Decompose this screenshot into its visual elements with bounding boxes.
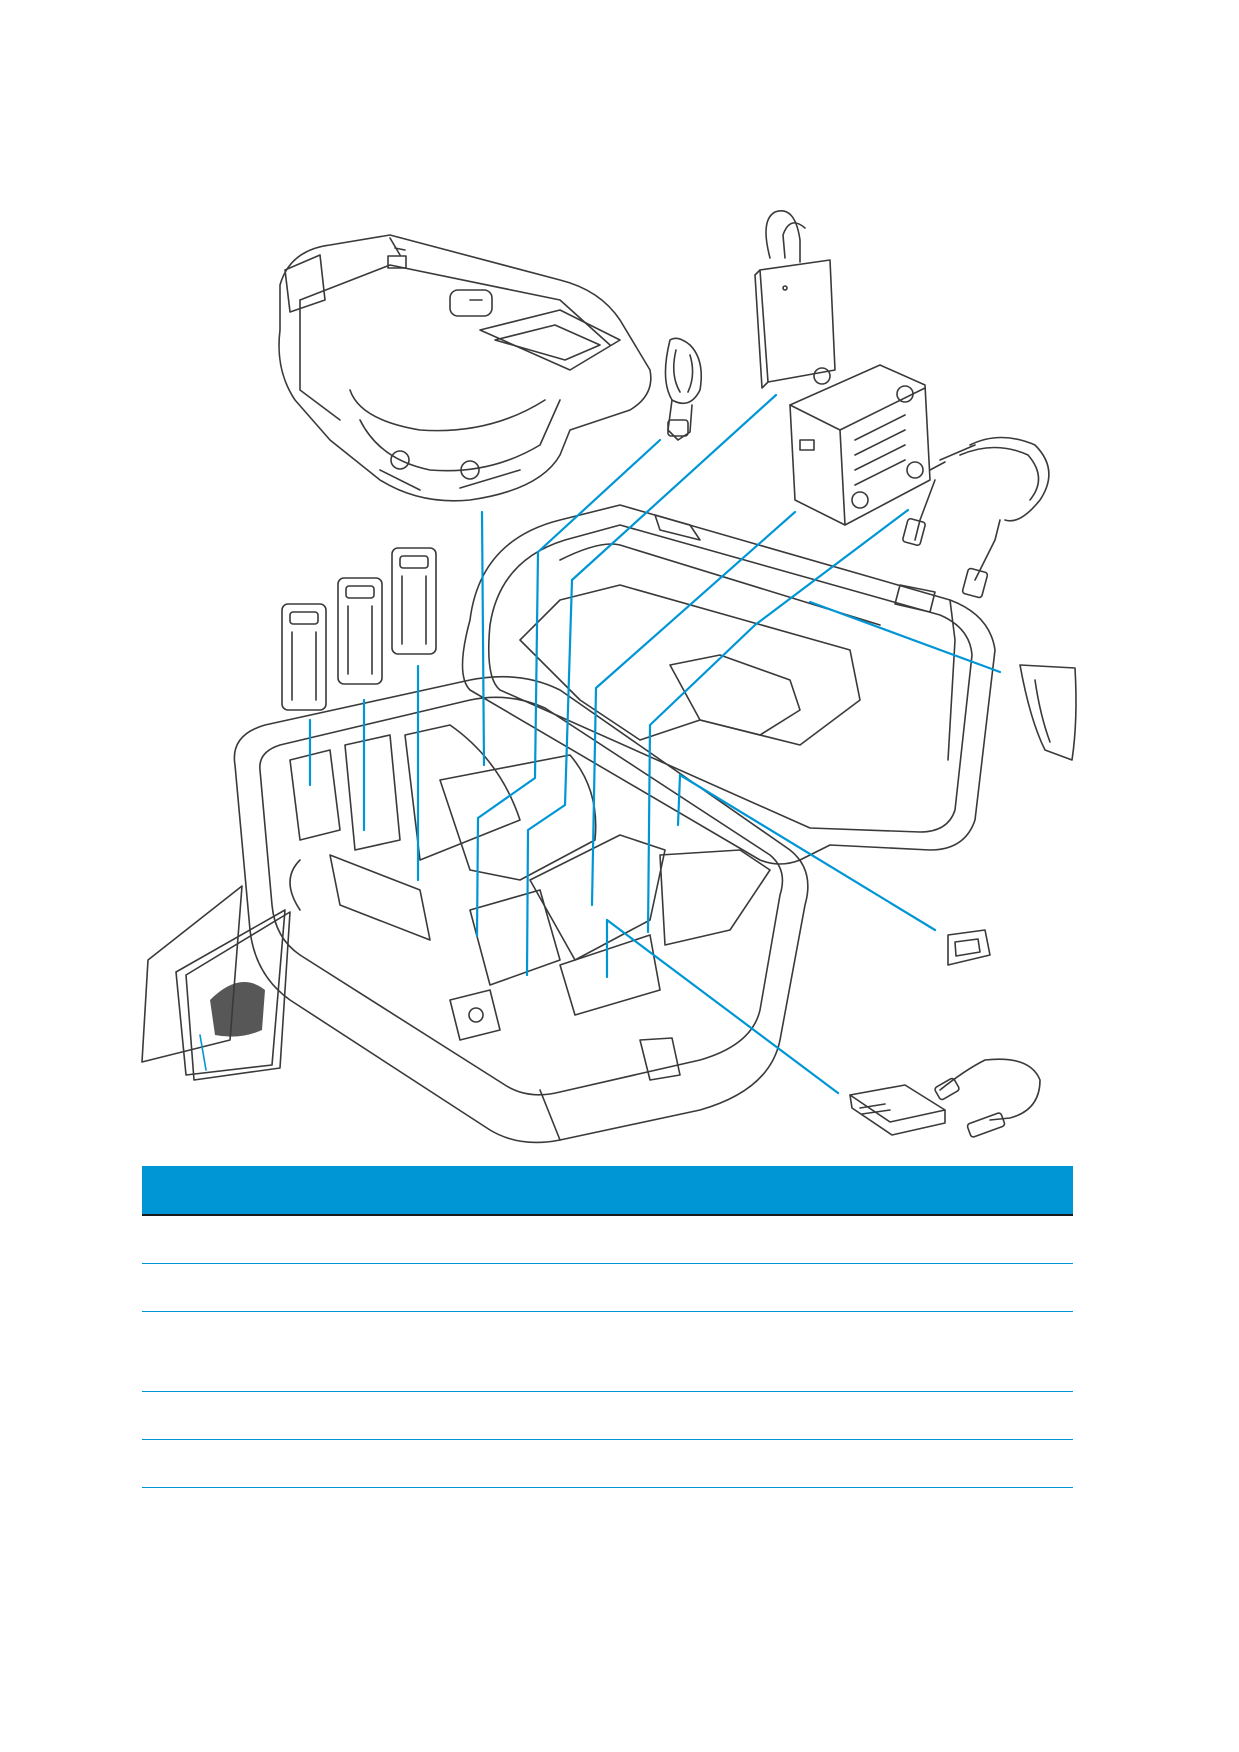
table-row xyxy=(142,1216,1073,1264)
cable-icon xyxy=(902,436,1050,599)
manuals-icon xyxy=(141,885,291,1081)
power-cord-icon xyxy=(664,337,703,441)
callout-lines xyxy=(308,393,1002,1095)
battery-icon xyxy=(391,547,437,655)
header-number-cell xyxy=(142,1166,229,1214)
battery-icon xyxy=(337,577,383,685)
case-contents-illustration xyxy=(141,210,1077,1144)
case-base xyxy=(233,675,809,1144)
table-row xyxy=(142,1440,1073,1488)
case-lid xyxy=(461,504,996,865)
cloth-icon xyxy=(1019,664,1077,761)
scanner-unit xyxy=(278,234,652,502)
contents-table xyxy=(142,1166,1073,1488)
header-description-cell xyxy=(229,1166,1073,1214)
table-header xyxy=(142,1166,1073,1216)
usb-card-reader-icon xyxy=(849,1058,1041,1138)
table-row xyxy=(142,1312,1073,1392)
battery-icon xyxy=(281,603,327,711)
battery-charger-icon xyxy=(789,364,931,526)
table-row xyxy=(142,1264,1073,1312)
table-row xyxy=(142,1392,1073,1440)
memory-card-icon xyxy=(947,929,991,966)
ac-adapter-icon xyxy=(754,210,836,389)
